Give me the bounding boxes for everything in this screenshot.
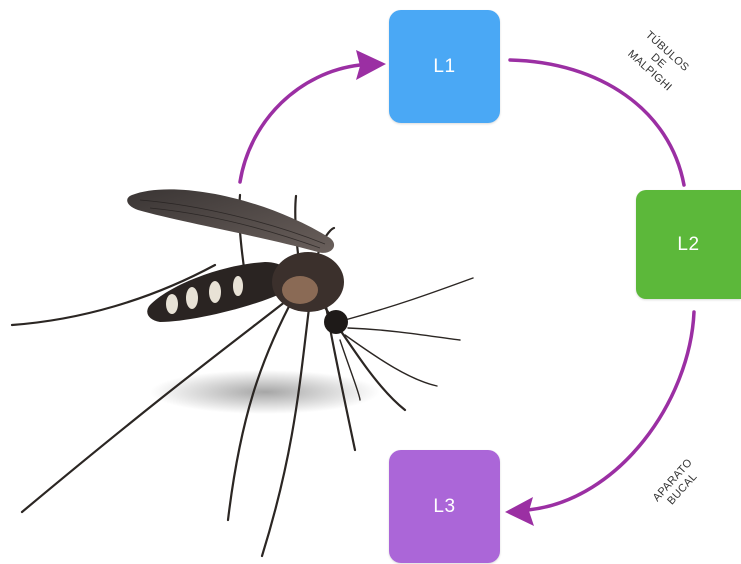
arrow-mosquito-to-l1 [240,65,360,182]
node-l3-label: L3 [433,496,455,518]
node-l2-label: L2 [677,234,699,256]
node-l1-label: L1 [433,56,455,78]
arrowhead-l1 [356,50,386,80]
node-l2: L2 [636,190,741,299]
node-l3: L3 [389,450,500,563]
node-l1: L1 [389,10,500,123]
